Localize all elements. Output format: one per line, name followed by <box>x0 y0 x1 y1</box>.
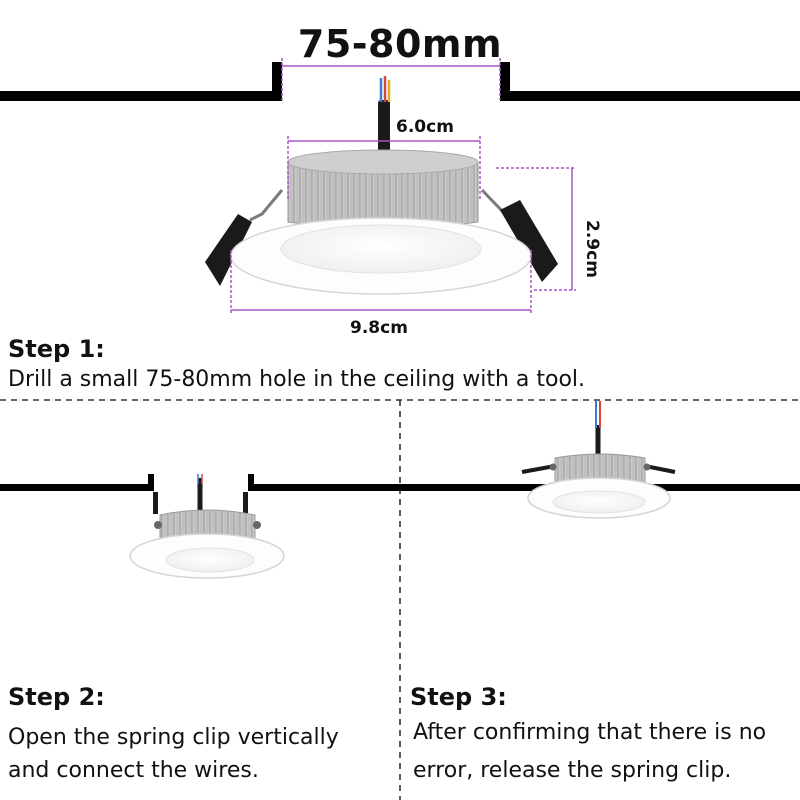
downlight-fixture-step2 <box>129 474 285 579</box>
step1-title: Step 1: <box>8 335 105 363</box>
ceiling-top <box>0 62 800 101</box>
wires <box>378 76 391 152</box>
section-dividers <box>0 399 800 800</box>
step2-text-line1: Open the spring clip vertically <box>8 725 339 750</box>
hole-dimension-line <box>281 58 501 100</box>
diameter-dimension-line <box>230 250 532 315</box>
hole-size-label: 75-80mm <box>297 22 503 66</box>
step3-text-line1: After confirming that there is no <box>413 720 767 745</box>
height-label: 2.9cm <box>582 220 602 278</box>
spring-clip-right <box>480 188 558 282</box>
diameter-label: 9.8cm <box>350 318 408 338</box>
step3-title: Step 3: <box>410 683 507 711</box>
step2-title: Step 2: <box>8 683 105 711</box>
height-dimension-line <box>496 167 576 291</box>
step3-text-line2: error, release the spring clip. <box>413 758 732 783</box>
downlight-fixture-large <box>205 76 558 295</box>
wire-width-dimension-line <box>287 136 481 200</box>
step1-text: Drill a small 75-80mm hole in the ceilin… <box>8 367 586 392</box>
wire-width-label: 6.0cm <box>396 117 454 137</box>
downlight-fixture-step3 <box>521 401 676 519</box>
spring-clip-left <box>205 189 284 286</box>
step2-text-line2: and connect the wires. <box>8 758 259 783</box>
ceiling-step2 <box>0 474 400 491</box>
